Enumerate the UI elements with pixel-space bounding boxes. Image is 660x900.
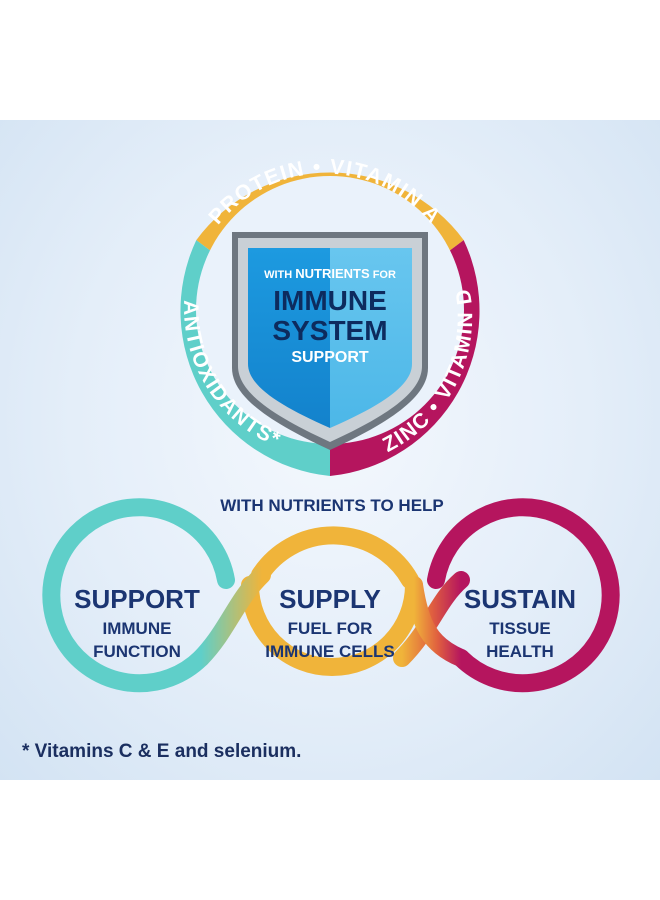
loop-support — [42, 498, 235, 693]
infographic-panel: PROTEIN • VITAMIN A ANTIOXIDANTS* ZINC •… — [0, 120, 660, 780]
loop-supply-top — [251, 526, 419, 589]
footnote: * Vitamins C & E and selenium. — [22, 741, 301, 762]
benefit-line-1b: FUNCTION — [93, 642, 181, 661]
benefits-heading: WITH NUTRIENTS TO HELP — [220, 496, 444, 515]
benefit-line-1a: IMMUNE — [103, 619, 172, 638]
benefit-title-3: SUSTAIN — [464, 584, 576, 614]
loop-connector-right — [393, 571, 470, 667]
benefit-line-2a: FUEL FOR — [288, 619, 373, 638]
infographic-svg: PROTEIN • VITAMIN A ANTIOXIDANTS* ZINC •… — [22, 156, 620, 762]
benefit-title-1: SUPPORT — [74, 584, 200, 614]
loop-connector-left — [192, 566, 271, 667]
shield-icon — [232, 232, 428, 450]
shield-line2: IMMUNE — [273, 285, 387, 316]
benefit-title-2: SUPPLY — [279, 584, 381, 614]
loop-connector-right-low — [405, 576, 470, 667]
benefit-line-3a: TISSUE — [489, 619, 550, 638]
shield-line1: WITH NUTRIENTS FOR — [264, 266, 396, 281]
benefit-line-3b: HEALTH — [486, 642, 554, 661]
shield-line3: SYSTEM — [272, 315, 387, 346]
benefit-loops — [42, 498, 620, 693]
shield-line4: SUPPORT — [291, 349, 369, 366]
loop-supply — [241, 576, 423, 676]
benefit-line-2b: IMMUNE CELLS — [265, 642, 394, 661]
loop-sustain — [427, 498, 620, 693]
